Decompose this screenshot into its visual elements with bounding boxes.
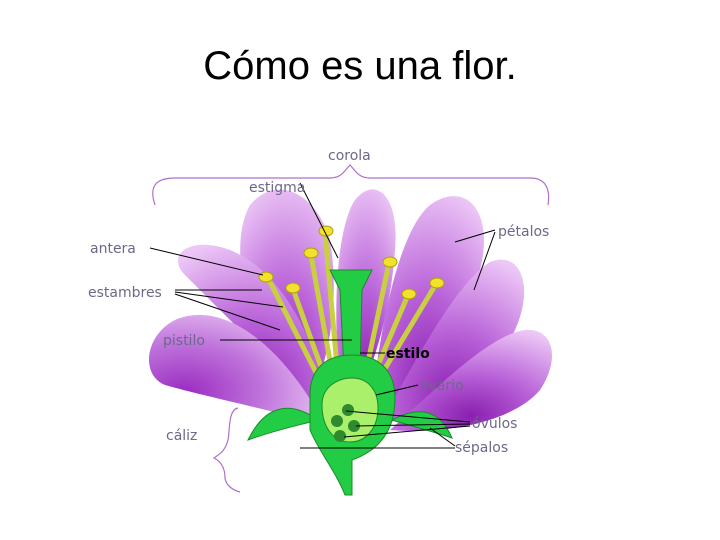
sepal-left — [248, 408, 318, 440]
anther — [383, 257, 397, 267]
anther — [259, 272, 273, 282]
label-pistilo: pistilo — [163, 333, 205, 349]
label-ovulos: óvulos — [472, 416, 517, 432]
label-estigma: estigma — [249, 180, 305, 196]
anther — [304, 248, 318, 258]
label-corola: corola — [328, 148, 371, 164]
anther — [430, 278, 444, 288]
anther — [402, 289, 416, 299]
label-caliz: cáliz — [166, 428, 197, 444]
caliz-bracket — [214, 408, 240, 492]
label-ovario: ovario — [420, 378, 464, 394]
ovule — [331, 415, 343, 427]
corola-bracket — [153, 165, 549, 205]
ovule — [342, 404, 354, 416]
label-estambres: estambres — [88, 285, 162, 301]
anther — [286, 283, 300, 293]
label-antera: antera — [90, 241, 136, 257]
label-petalos: pétalos — [498, 224, 549, 240]
label-estilo: estilo — [386, 346, 430, 362]
ovule — [334, 430, 346, 442]
label-sepalos: sépalos — [455, 440, 508, 456]
